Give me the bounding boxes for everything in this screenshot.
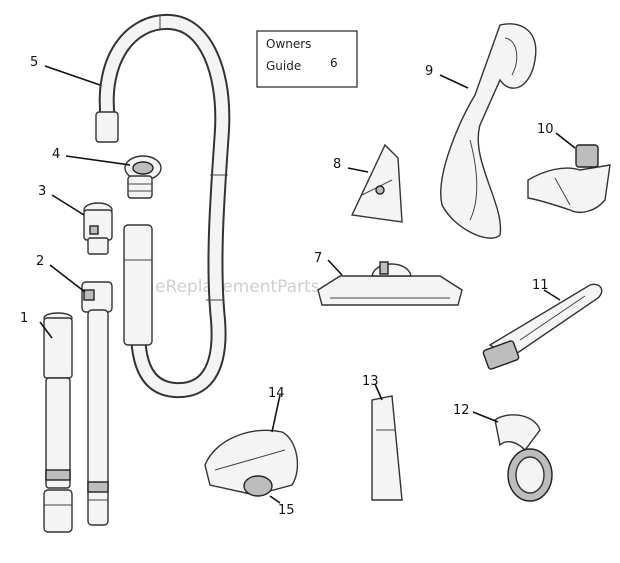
handle-part [440,23,537,239]
hose-part [95,13,231,399]
turbo-tool-part [204,429,299,497]
extension-wand-part [43,312,73,533]
leader-lines [39,65,576,504]
wand-release-part [81,281,113,526]
callout-12: 12 [453,403,470,418]
dusting-brush-part [494,414,553,502]
callout-3: 3 [38,184,46,199]
callout-2: 2 [36,254,44,269]
callout-5: 5 [30,55,38,70]
callout-15: 15 [278,503,295,518]
owners-guide-line2: Guide [266,59,301,73]
callout-9: 9 [425,64,433,79]
small-tool-part [350,143,403,223]
spray-attachment-part [527,144,611,213]
owners-guide-part: Owners Guide 6 [256,30,358,88]
floor-nozzle-part [317,261,463,306]
owners-guide-number: 6 [330,56,338,70]
callout-4: 4 [52,147,60,162]
callout-14: 14 [268,386,285,401]
brush-part [482,283,603,370]
coupling-part [83,202,113,255]
swivel-connector-part [124,155,162,199]
callout-1: 1 [20,311,28,326]
callout-8: 8 [333,157,341,172]
callout-13: 13 [362,374,379,389]
owners-guide-line1: Owners [266,37,311,51]
callout-11: 11 [532,278,549,293]
crevice-tool-part [371,395,403,501]
watermark-text: eReplacementParts.com [155,277,361,297]
callout-10: 10 [537,122,554,137]
callout-7: 7 [314,251,322,266]
